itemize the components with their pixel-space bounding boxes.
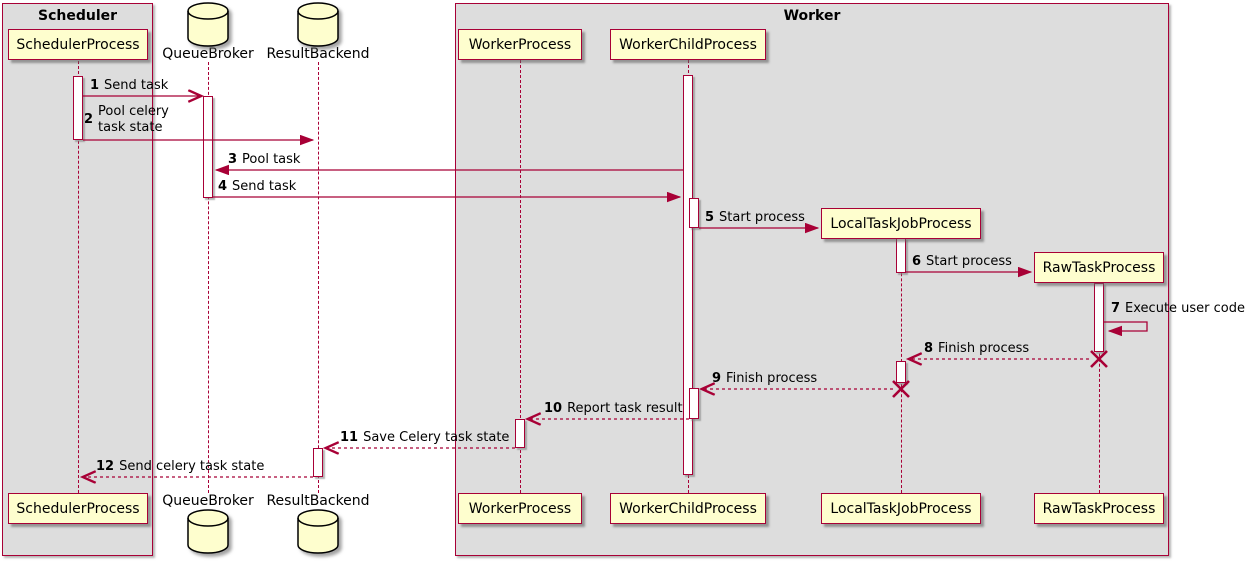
lifeline-schedulerprocess (78, 61, 79, 493)
activation-localtaskjobprocess-2 (896, 361, 906, 383)
lifeline-workerprocess (520, 60, 521, 493)
database-icon (297, 509, 339, 554)
activation-queuebroker (203, 96, 213, 198)
group-title-worker: Worker (783, 8, 841, 24)
database-icon (297, 2, 339, 47)
participant-workerchildprocess-top: WorkerChildProcess (610, 29, 766, 60)
participant-workerprocess-bottom: WorkerProcess (458, 493, 582, 524)
participant-schedulerprocess-bottom: SchedulerProcess (8, 493, 148, 524)
database-label: ResultBackend (266, 493, 370, 509)
database-label: ResultBackend (266, 46, 370, 62)
participant-label: SchedulerProcess (16, 500, 140, 517)
activation-workerchildprocess-main (683, 75, 693, 475)
participant-label: WorkerChildProcess (619, 500, 757, 517)
participant-label: WorkerChildProcess (619, 36, 757, 53)
activation-localtaskjobprocess-1 (896, 238, 906, 273)
participant-label: RawTaskProcess (1042, 259, 1156, 276)
participant-label: SchedulerProcess (16, 36, 140, 53)
database-icon (187, 2, 229, 47)
participant-label: WorkerProcess (468, 500, 572, 517)
participant-workerprocess-top: WorkerProcess (458, 29, 582, 60)
lifeline-resultbackend (318, 62, 319, 493)
participant-label: LocalTaskJobProcess (830, 500, 972, 517)
participant-label: WorkerProcess (468, 36, 572, 53)
participant-label: RawTaskProcess (1042, 500, 1156, 517)
activation-schedulerprocess (73, 76, 83, 140)
participant-localtaskjobprocess-created: LocalTaskJobProcess (821, 208, 981, 239)
activation-workerprocess (515, 419, 525, 448)
activation-workerchildprocess-finish (689, 388, 699, 419)
group-title-scheduler: Scheduler (37, 8, 118, 24)
participant-label: LocalTaskJobProcess (830, 215, 972, 232)
activation-rawtaskprocess (1094, 283, 1104, 352)
lifeline-rawtaskprocess (1099, 283, 1100, 493)
participant-localtaskjobprocess-bottom: LocalTaskJobProcess (821, 493, 981, 524)
database-resultbackend-bottom: ResultBackend (258, 494, 378, 554)
database-resultbackend-top: ResultBackend (258, 2, 378, 62)
database-icon (187, 509, 229, 554)
activation-resultbackend (313, 448, 323, 477)
database-label: QueueBroker (162, 493, 254, 509)
database-queuebroker-bottom: QueueBroker (148, 494, 268, 554)
participant-workerchildprocess-bottom: WorkerChildProcess (610, 493, 766, 524)
database-queuebroker-top: QueueBroker (148, 2, 268, 62)
activation-workerchildprocess-start (689, 198, 699, 228)
participant-rawtaskprocess-bottom: RawTaskProcess (1034, 493, 1164, 524)
database-label: QueueBroker (162, 46, 254, 62)
lifeline-queuebroker (208, 62, 209, 493)
participant-schedulerprocess-top: SchedulerProcess (8, 29, 148, 60)
participant-rawtaskprocess-created: RawTaskProcess (1034, 252, 1164, 283)
